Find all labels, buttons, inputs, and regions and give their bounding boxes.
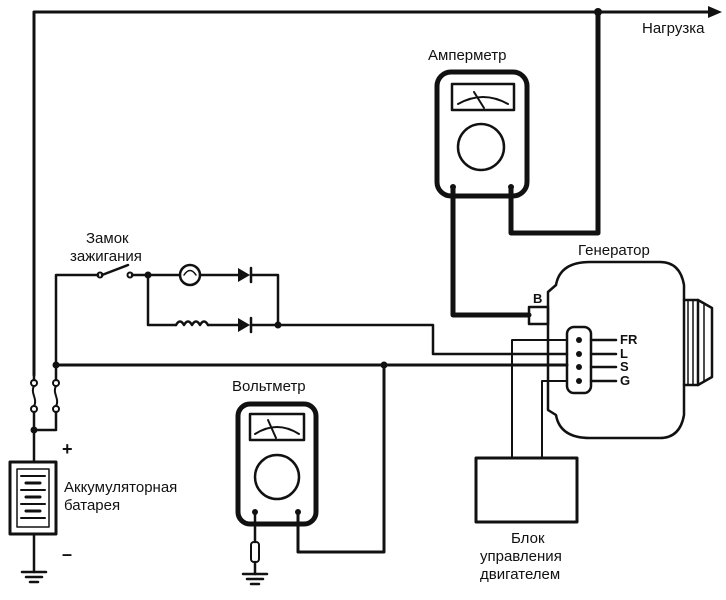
battery-ground-icon [20,532,48,584]
coil-branch [146,273,569,356]
battery-label-1: Аккумуляторная [64,479,178,496]
terminal-b: B [533,291,543,306]
ignition-switch [54,263,152,367]
ecu-label-3: двигателем [480,566,561,583]
battery-plus-sign: + [62,439,73,459]
terminal-fr: FR [620,332,638,347]
terminal-s: S [620,359,629,374]
ecu-label-2: управления [480,548,562,565]
load-line [32,6,722,377]
ammeter-label: Амперметр [428,47,507,64]
sense-bus [52,361,569,369]
voltmeter-label: Вольтметр [232,378,306,395]
battery-label-2: батарея [64,497,121,514]
ignition-switch-label-1: Замок [86,230,129,247]
battery-minus-sign: – [62,544,73,564]
ammeter [434,9,601,318]
ecu-box [474,456,579,524]
charge-lamp-branch [146,263,280,327]
ecu-wiring [511,339,568,459]
voltmeter-ground-icon [241,541,269,586]
generator-label: Генератор [578,242,650,259]
ecu-label-1: Блок [511,530,545,547]
terminal-l: L [620,346,628,361]
terminal-g: G [620,373,631,388]
voltmeter [235,363,386,554]
generator [527,260,714,440]
fuse-block [30,363,60,464]
load-label: Нагрузка [642,20,705,37]
battery [8,460,58,536]
ignition-switch-label-2: зажигания [70,248,142,265]
